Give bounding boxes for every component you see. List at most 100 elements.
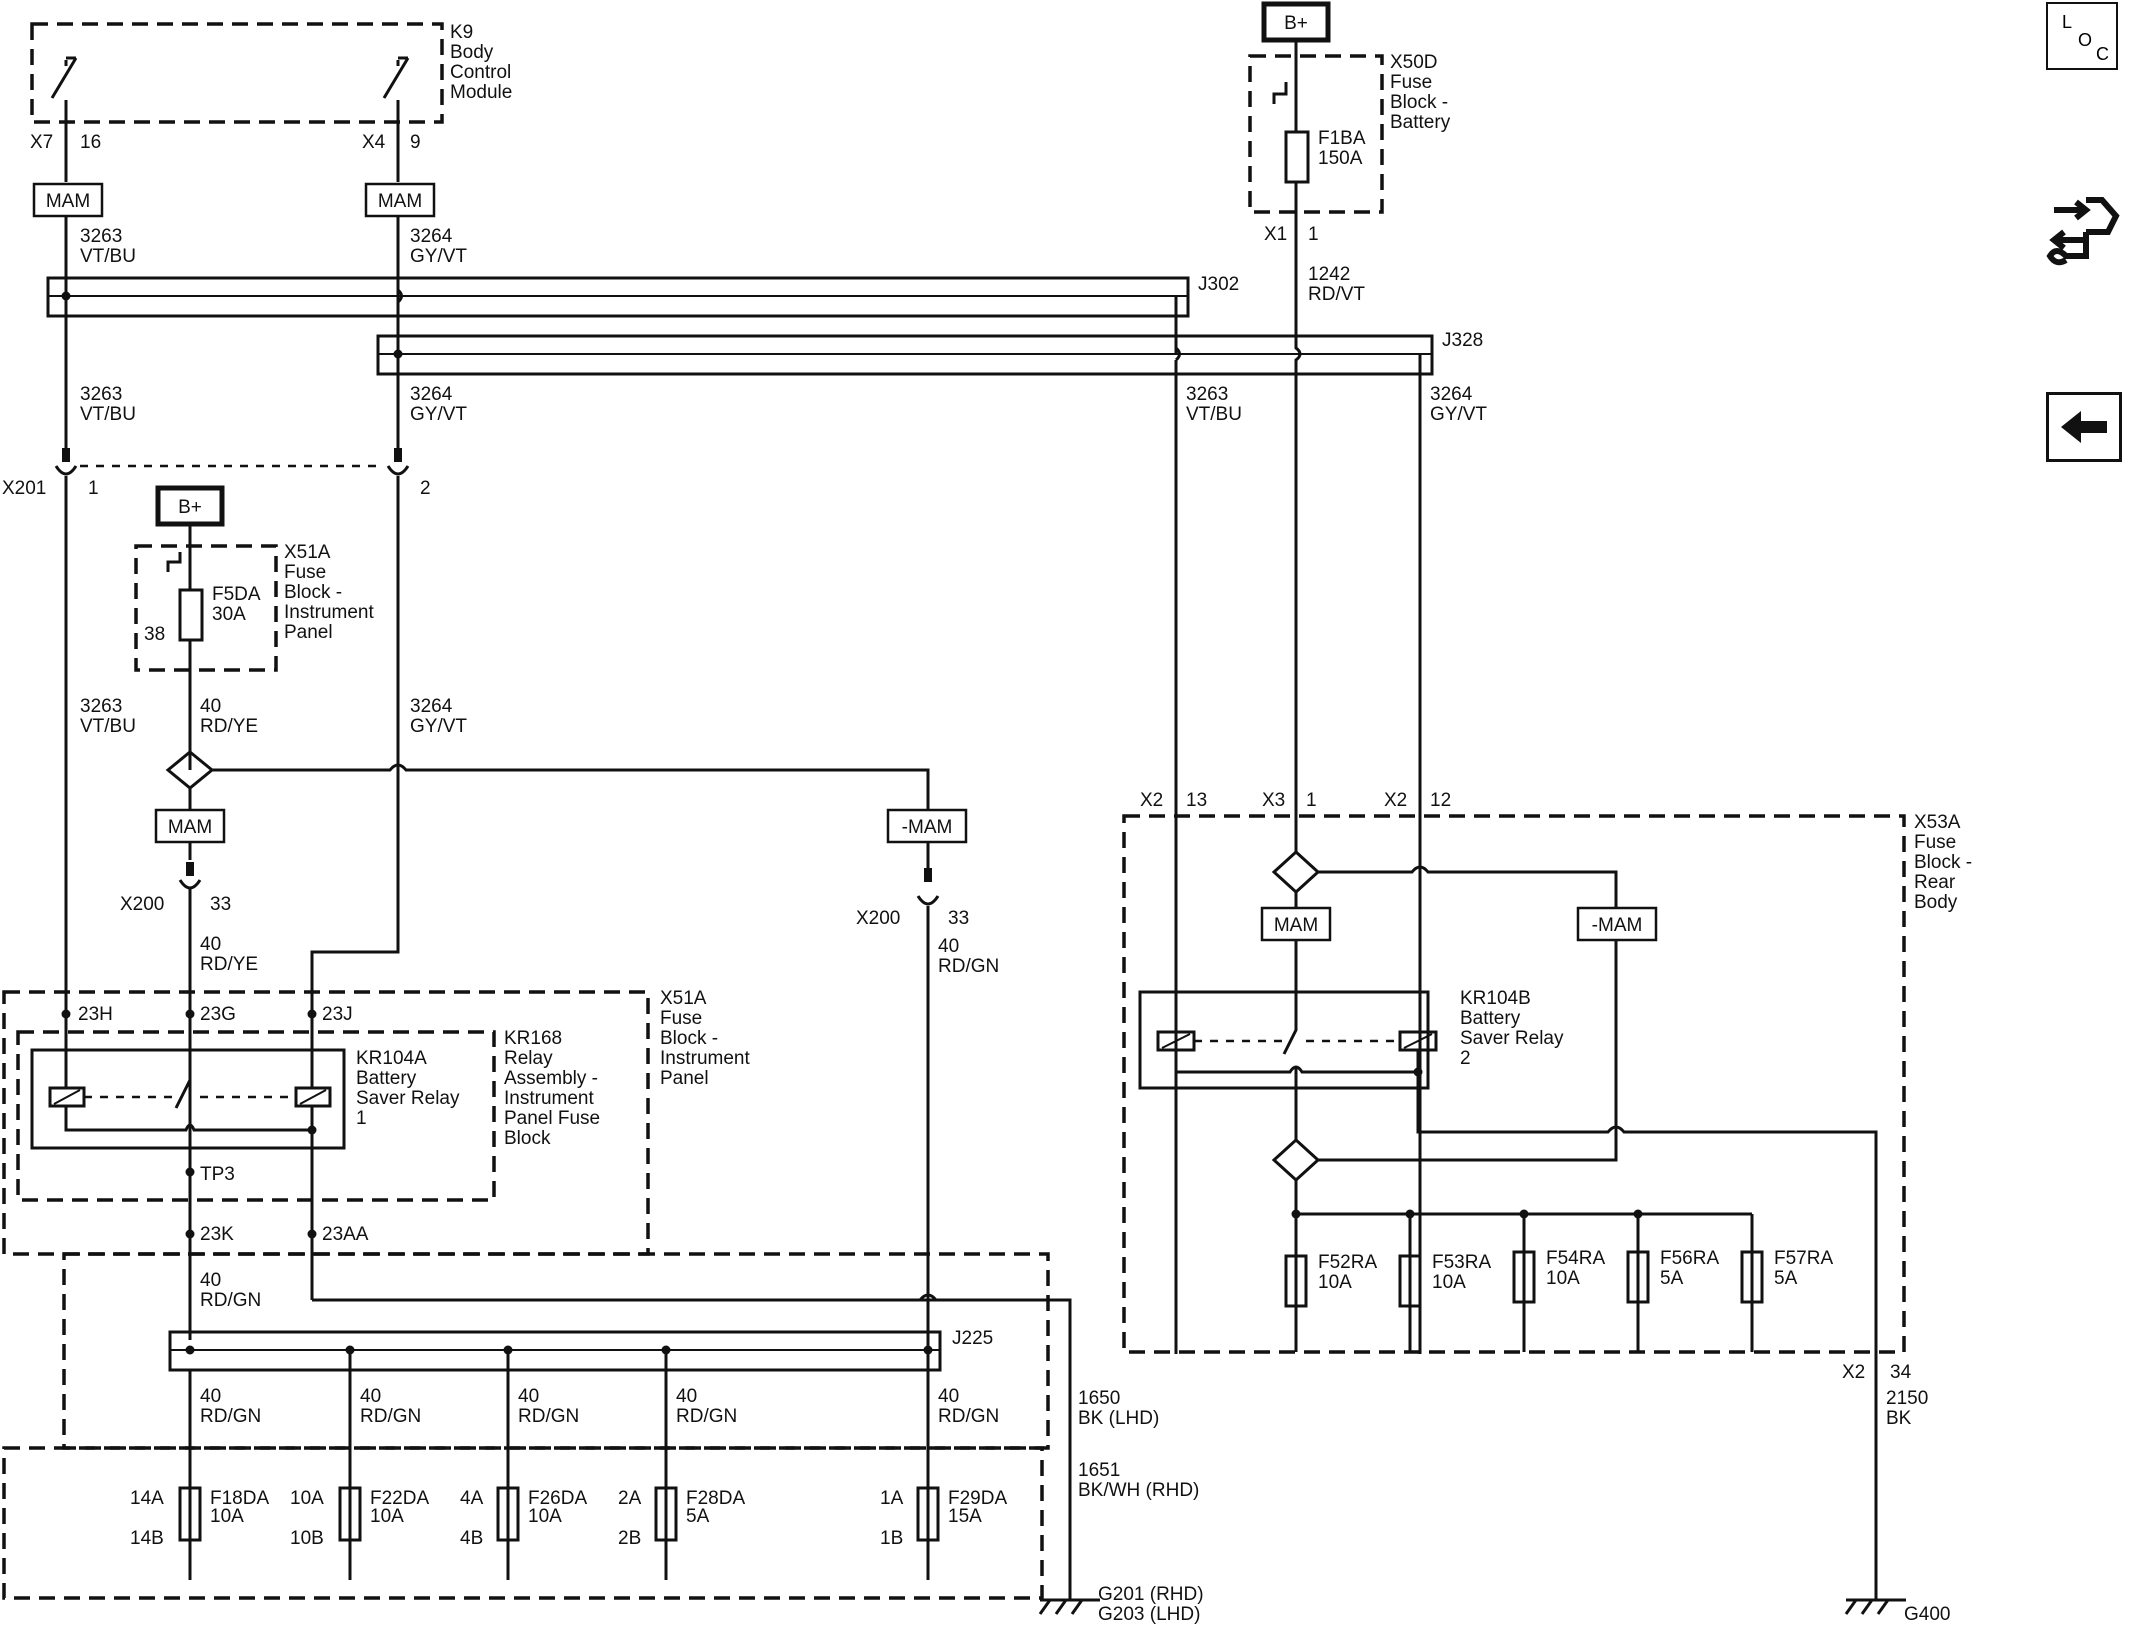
svg-text:12: 12 bbox=[1430, 790, 1451, 811]
neg-mam-feed bbox=[1318, 940, 1618, 1162]
mam-tag-x200-left: MAM bbox=[154, 808, 226, 844]
f5da-rating: 30A bbox=[212, 604, 246, 625]
k9-line1: Body bbox=[450, 42, 494, 63]
bplus-terminal-right: B+ bbox=[1261, 1, 1331, 43]
svg-text:RD/YE: RD/YE bbox=[200, 954, 258, 975]
x4-connector-label: X4 bbox=[362, 132, 386, 153]
svg-text:X2: X2 bbox=[1140, 790, 1163, 811]
connector-plug-icon bbox=[2046, 197, 2120, 266]
svg-text:14B: 14B bbox=[130, 1528, 164, 1549]
wire-3263-label-d: 3263 bbox=[80, 696, 122, 717]
wire-3263-color-c: VT/BU bbox=[1186, 404, 1242, 425]
svg-text:Saver Relay: Saver Relay bbox=[1460, 1028, 1564, 1049]
svg-text:1: 1 bbox=[356, 1108, 367, 1129]
wire-1242-label: 1242 bbox=[1308, 264, 1350, 285]
wire-3264-to-relay bbox=[310, 760, 400, 1014]
wire-1650-label: 1650 bbox=[1078, 1388, 1120, 1409]
wire-1650-1651-ground bbox=[312, 1298, 1072, 1580]
svg-text:KR104A: KR104A bbox=[356, 1048, 427, 1069]
svg-text:Saver Relay: Saver Relay bbox=[356, 1088, 460, 1109]
j328-splice-pack: J328 bbox=[376, 330, 1483, 376]
svg-text:Body: Body bbox=[1914, 892, 1958, 913]
f1ba-rating: 150A bbox=[1318, 148, 1363, 169]
wire-3263-color-b: VT/BU bbox=[80, 404, 136, 425]
wire-3264-color-c: GY/VT bbox=[1430, 404, 1487, 425]
wire-3264-label-c: 3264 bbox=[1430, 384, 1473, 405]
mam-tag-left: MAM bbox=[32, 182, 104, 218]
svg-text:RD/GN: RD/GN bbox=[938, 956, 999, 977]
test-point-tp3: TP3 bbox=[200, 1164, 235, 1185]
x200-right-pin: 33 bbox=[948, 908, 969, 929]
svg-text:40: 40 bbox=[360, 1386, 381, 1407]
bcm-switch-x7-symbol bbox=[50, 56, 78, 182]
svg-text:MAM: MAM bbox=[168, 817, 212, 838]
j302-splice-pack: J302 bbox=[46, 274, 1239, 318]
svg-text:Battery: Battery bbox=[356, 1068, 417, 1089]
x200-right-label: X200 bbox=[856, 908, 900, 929]
svg-text:5A: 5A bbox=[686, 1506, 710, 1527]
kr104a-battery-saver-relay-1: KR104A Battery Saver Relay 1 bbox=[30, 1014, 460, 1340]
neg-mam-tag-rear: -MAM bbox=[1576, 906, 1658, 942]
x51a-lower-fuse-block: X51A Fuse Block - Instrument Panel bbox=[2, 988, 750, 1256]
arrow-left-icon bbox=[2061, 411, 2107, 443]
pin-23g: 23G bbox=[200, 1004, 236, 1025]
pin-23k: 23K bbox=[200, 1224, 234, 1245]
svg-text:15A: 15A bbox=[948, 1506, 982, 1527]
svg-text:MAM: MAM bbox=[46, 191, 90, 212]
svg-text:B+: B+ bbox=[1284, 13, 1308, 34]
x1-pin: 1 bbox=[1308, 224, 1319, 245]
loc-letter-l: L bbox=[2062, 12, 2073, 32]
wire-1650-color: BK (LHD) bbox=[1078, 1408, 1159, 1429]
svg-text:10A: 10A bbox=[528, 1506, 562, 1527]
svg-text:Panel Fuse: Panel Fuse bbox=[504, 1108, 600, 1129]
wire-1651-color: BK/WH (RHD) bbox=[1078, 1480, 1199, 1501]
svg-text:10A: 10A bbox=[1546, 1268, 1580, 1289]
svg-text:40: 40 bbox=[200, 1270, 221, 1291]
back-button[interactable] bbox=[2046, 392, 2122, 462]
wire-3264-label-b: 3264 bbox=[410, 384, 453, 405]
x50d-fuse-block-battery: F1BA 150A X50D Fuse Block - Battery X1 1… bbox=[1248, 40, 1451, 852]
neg-mam-tag-x200-right: -MAM bbox=[886, 808, 968, 844]
pin-23j: 23J bbox=[322, 1004, 353, 1025]
rear-relay-switch bbox=[1282, 940, 1298, 1055]
splice-diamond-lower-right bbox=[1271, 1137, 1752, 1352]
svg-text:J225: J225 bbox=[952, 1328, 993, 1349]
j328-label: J328 bbox=[1442, 330, 1483, 351]
svg-text:X53A: X53A bbox=[1914, 812, 1961, 833]
bottom-fuse-block bbox=[2, 1446, 1044, 1600]
x201-connector: X201 1 2 bbox=[2, 448, 431, 499]
svg-text:40: 40 bbox=[518, 1386, 539, 1407]
svg-text:10B: 10B bbox=[290, 1528, 324, 1549]
svg-text:-MAM: -MAM bbox=[1592, 915, 1643, 936]
mam-tag-right: MAM bbox=[364, 182, 436, 218]
svg-text:1B: 1B bbox=[880, 1528, 903, 1549]
svg-text:KR168: KR168 bbox=[504, 1028, 562, 1049]
location-view-button[interactable]: L O C bbox=[2046, 2, 2118, 70]
svg-text:5A: 5A bbox=[1660, 1268, 1684, 1289]
svg-text:40: 40 bbox=[938, 936, 959, 957]
svg-text:F56RA: F56RA bbox=[1660, 1248, 1719, 1269]
svg-text:F52RA: F52RA bbox=[1318, 1252, 1377, 1273]
x53a-fuse-block-rear-body: X53A Fuse Block - Rear Body X2 13 X3 1 X… bbox=[1122, 790, 1972, 1383]
wire-40-label-a: 40 bbox=[200, 696, 221, 717]
x201-label: X201 bbox=[2, 478, 46, 499]
x200-left-label: X200 bbox=[120, 894, 164, 915]
kr104b-battery-saver-relay-2: KR104B Battery Saver Relay 2 bbox=[1138, 988, 1564, 1140]
svg-text:RD/GN: RD/GN bbox=[518, 1406, 579, 1427]
loc-letter-o: O bbox=[2078, 30, 2093, 50]
svg-text:14A: 14A bbox=[130, 1488, 164, 1509]
svg-text:F26DA: F26DA bbox=[528, 1488, 587, 1509]
kr168-relay-assembly: KR168 Relay Assembly - Instrument Panel … bbox=[16, 1028, 600, 1202]
x7-connector-label: X7 bbox=[30, 132, 53, 153]
wire-2150-ground-run bbox=[1416, 1072, 1878, 1580]
connector-view-button[interactable] bbox=[2046, 180, 2120, 276]
k9-ref: K9 bbox=[450, 22, 473, 43]
x200-connector-right: X200 33 40 RD/GN bbox=[856, 842, 999, 1580]
wire-1242-color: RD/VT bbox=[1308, 284, 1365, 305]
